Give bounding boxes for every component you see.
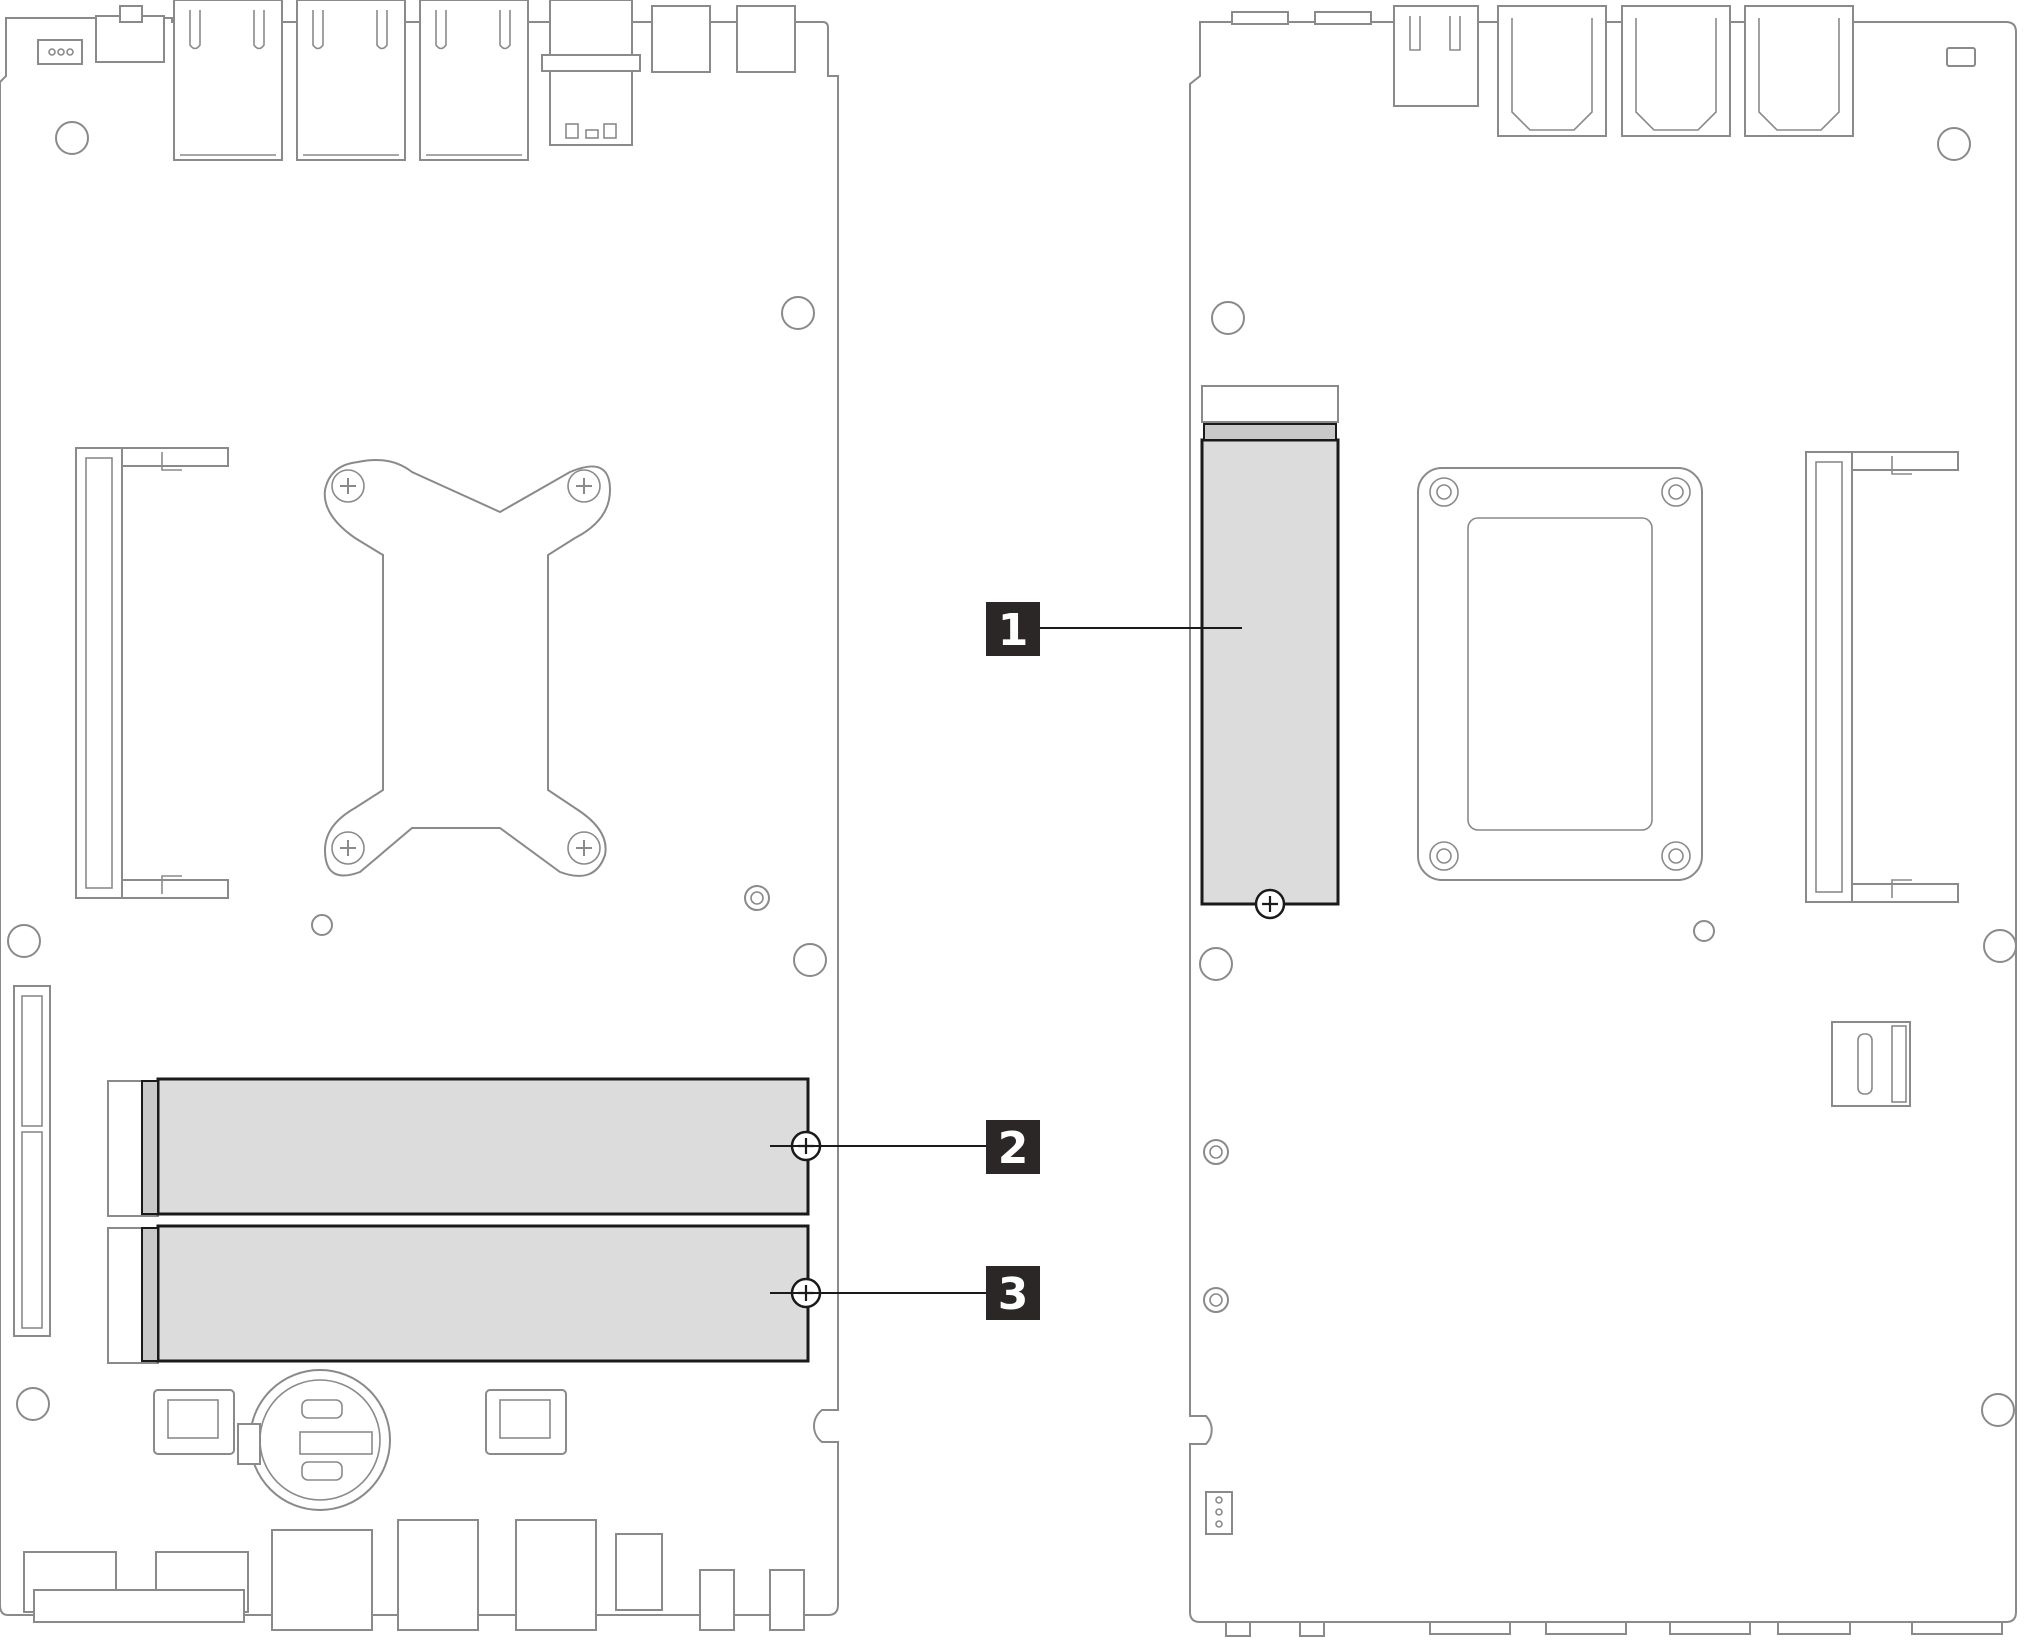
fan-connector bbox=[485, 1389, 567, 1455]
mounting-hole bbox=[1983, 929, 2017, 963]
right-top-connectors bbox=[1231, 5, 1976, 137]
rj45-port-1 bbox=[173, 0, 283, 161]
rj45-port-2 bbox=[296, 0, 406, 161]
left-system-board bbox=[0, 0, 990, 1631]
dc-jack bbox=[95, 15, 165, 63]
mounting-hole bbox=[1981, 1393, 2015, 1427]
m2-slot-2 bbox=[107, 1077, 822, 1217]
right-system-board bbox=[1040, 5, 2017, 1637]
socket-screw-icon bbox=[331, 469, 365, 503]
mounting-hole bbox=[1199, 947, 1233, 981]
m2-slot-1 bbox=[1200, 385, 1340, 920]
mounting-hole bbox=[1693, 920, 1715, 942]
led-indicator bbox=[1946, 47, 1976, 67]
rj45-port-c bbox=[1744, 5, 1854, 137]
left-bottom-connectors bbox=[23, 1519, 805, 1631]
power-connector-small bbox=[37, 39, 83, 65]
rj45-port-a bbox=[1497, 5, 1607, 137]
microsd-slot bbox=[1831, 1021, 1911, 1107]
rj45-port-b bbox=[1621, 5, 1731, 137]
small-header bbox=[1205, 1491, 1233, 1535]
mounting-hole bbox=[1203, 1139, 1229, 1165]
right-dimm-slot bbox=[1805, 451, 1959, 903]
mounting-hole bbox=[55, 121, 89, 155]
callout-1: 1 bbox=[986, 602, 1040, 656]
callout-3: 3 bbox=[986, 1266, 1040, 1320]
fan-connector bbox=[153, 1389, 235, 1455]
callout-2-label: 2 bbox=[998, 1123, 1029, 1174]
mounting-hole bbox=[311, 914, 333, 936]
cpu-socket bbox=[1417, 467, 1703, 881]
socket-screw-icon bbox=[331, 831, 365, 865]
left-top-connectors bbox=[37, 0, 796, 161]
socket-screw-icon bbox=[567, 469, 601, 503]
mounting-hole bbox=[781, 296, 815, 330]
callout-3-label: 3 bbox=[998, 1269, 1029, 1320]
usb-port-a bbox=[651, 5, 711, 73]
pcie-slot bbox=[13, 985, 51, 1337]
cmos-battery bbox=[237, 1369, 391, 1511]
usb-stack-port bbox=[541, 0, 641, 146]
mounting-hole bbox=[7, 924, 41, 958]
usb-port-b bbox=[736, 5, 796, 73]
mounting-hole bbox=[1211, 301, 1245, 335]
callout-1-label: 1 bbox=[998, 605, 1029, 656]
mounting-hole bbox=[16, 1387, 50, 1421]
rj45-port-3 bbox=[419, 0, 529, 161]
mounting-hole bbox=[793, 943, 827, 977]
socket-screw-icon bbox=[567, 831, 601, 865]
left-dimm-slot bbox=[75, 447, 229, 899]
m2-screw-icon bbox=[1254, 888, 1286, 920]
m2-slot-3 bbox=[107, 1224, 822, 1364]
mounting-hole bbox=[1937, 127, 1971, 161]
cpu-socket-bracket bbox=[323, 459, 612, 877]
mounting-hole bbox=[744, 885, 770, 911]
usb-port bbox=[1393, 5, 1479, 107]
right-bottom-connectors bbox=[1225, 1621, 2003, 1637]
mounting-hole bbox=[1203, 1287, 1229, 1313]
callout-2: 2 bbox=[986, 1120, 1040, 1174]
